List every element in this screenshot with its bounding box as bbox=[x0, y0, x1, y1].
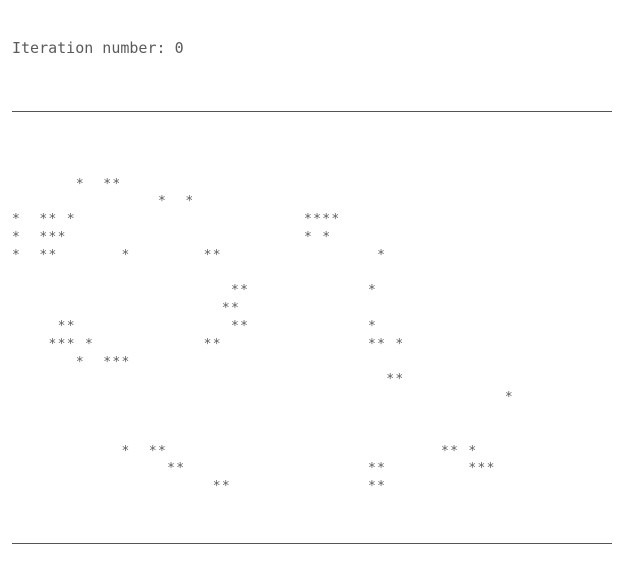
grid-row: ** * bbox=[12, 283, 378, 299]
grid-row: ** ** bbox=[12, 479, 387, 495]
grid-row: * * bbox=[12, 194, 195, 210]
grid-row: ** ** * bbox=[12, 318, 378, 334]
iteration-label: Iteration number: bbox=[12, 38, 166, 57]
bottom-separator bbox=[12, 543, 612, 545]
grid-row: * ** bbox=[12, 176, 122, 192]
grid-row bbox=[12, 407, 612, 425]
grid-row: ** ** *** bbox=[12, 461, 496, 477]
grid-row: *** * ** ** * bbox=[12, 336, 405, 352]
grid-row: * *** * * bbox=[12, 229, 332, 245]
grid-row: * ** ** * bbox=[12, 443, 478, 459]
grid-row bbox=[12, 158, 612, 176]
grid-row: * ** * ** * bbox=[12, 247, 387, 263]
grid-row: * *** bbox=[12, 354, 131, 370]
cell-grid: * ** * ** ** * ***** *** * ** ** * ** * … bbox=[12, 158, 612, 508]
grid-row: ** bbox=[12, 301, 241, 317]
top-separator bbox=[12, 111, 612, 113]
grid-row bbox=[12, 265, 612, 283]
grid-row: ** bbox=[12, 372, 405, 388]
grid-row: * bbox=[12, 390, 514, 406]
iteration-number: 0 bbox=[174, 38, 184, 57]
grid-row: * ** * **** bbox=[12, 212, 341, 228]
grid-row bbox=[12, 425, 612, 443]
iteration-header: Iteration number: 0 bbox=[12, 39, 612, 58]
console-output: Iteration number: 0 * ** * ** ** * *****… bbox=[12, 3, 612, 545]
